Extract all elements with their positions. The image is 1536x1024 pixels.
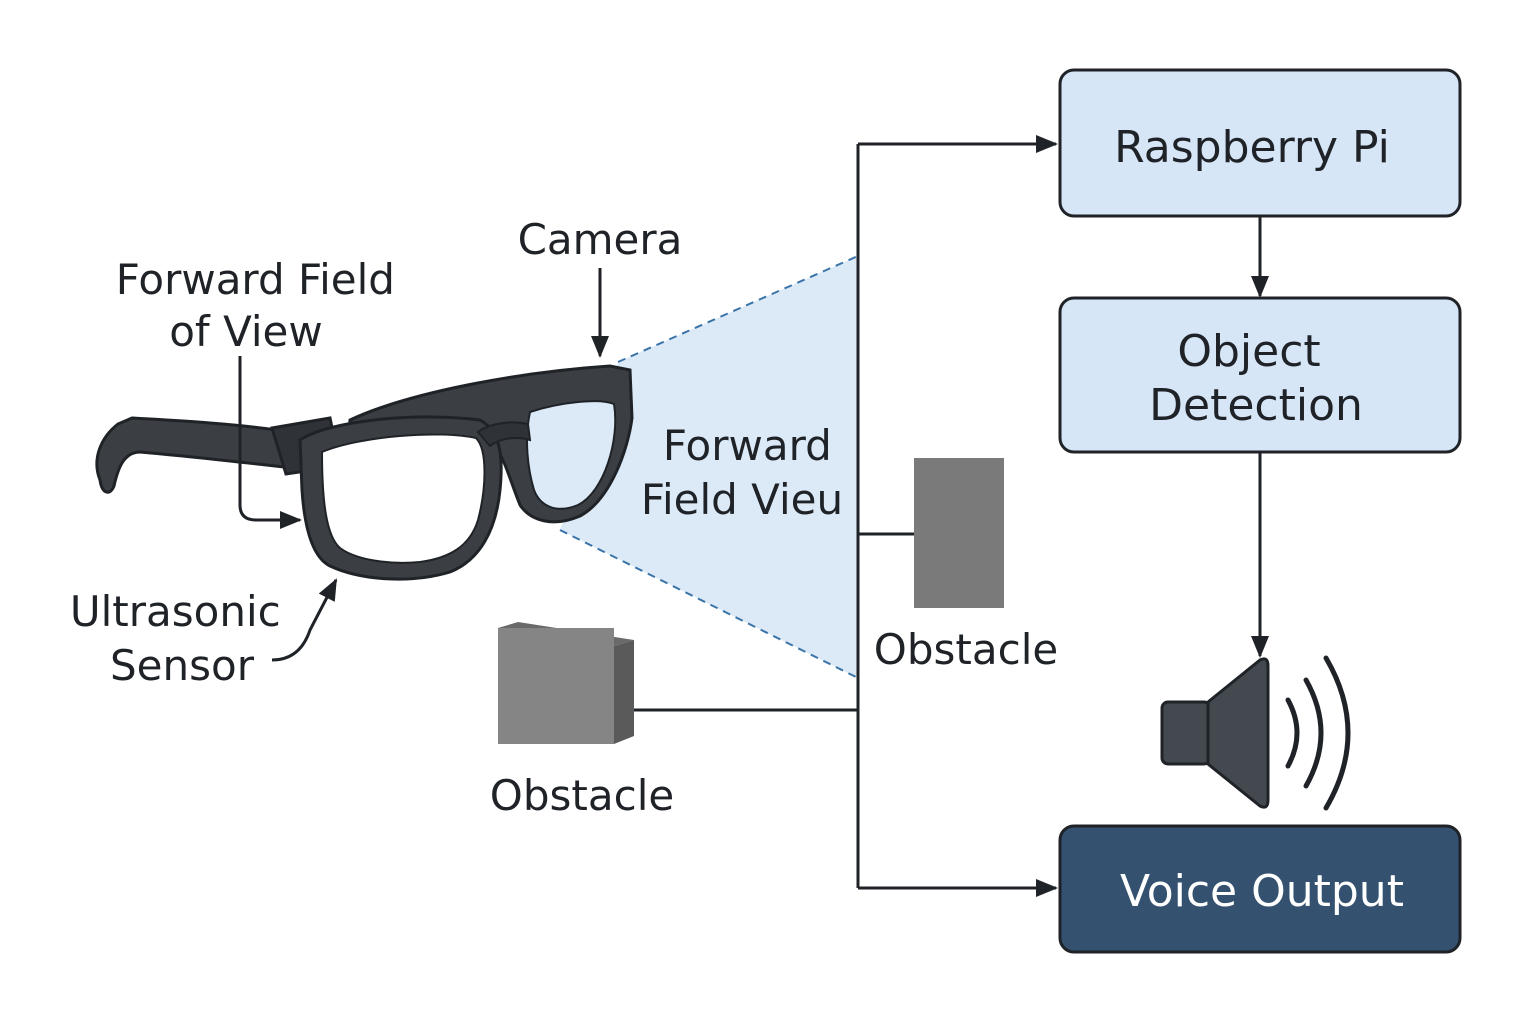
forward-field-vieu-label: Forward Field Vieu xyxy=(641,421,845,524)
voice-output-block xyxy=(1058,824,1462,954)
obstacle-left-label: Obstacle xyxy=(490,771,674,820)
raspberry-pi-label: Raspberry Pi xyxy=(1114,122,1390,173)
ultrasonic-leader-arrow xyxy=(271,578,338,662)
obstacle-box-right xyxy=(914,458,1004,608)
forward-field-of-view-label: Forward Field of View xyxy=(116,255,409,356)
fov-leader-arrow xyxy=(238,356,302,529)
obstacle-box-left xyxy=(498,622,634,744)
obstacle-right-label: Obstacle xyxy=(874,625,1058,674)
speaker-icon xyxy=(1160,655,1351,811)
fov-upper-edge xyxy=(617,255,859,363)
smart-glasses-icon xyxy=(95,364,634,581)
forward-field-of-view-cone xyxy=(560,256,858,678)
connector-lines xyxy=(634,135,1058,897)
ultrasonic-sensor-label: Ultrasonic Sensor xyxy=(70,587,294,690)
camera-label: Camera xyxy=(518,215,683,264)
voice-output-label: Voice Output xyxy=(1120,866,1404,917)
object-detection-label: Object Detection xyxy=(1149,326,1363,431)
